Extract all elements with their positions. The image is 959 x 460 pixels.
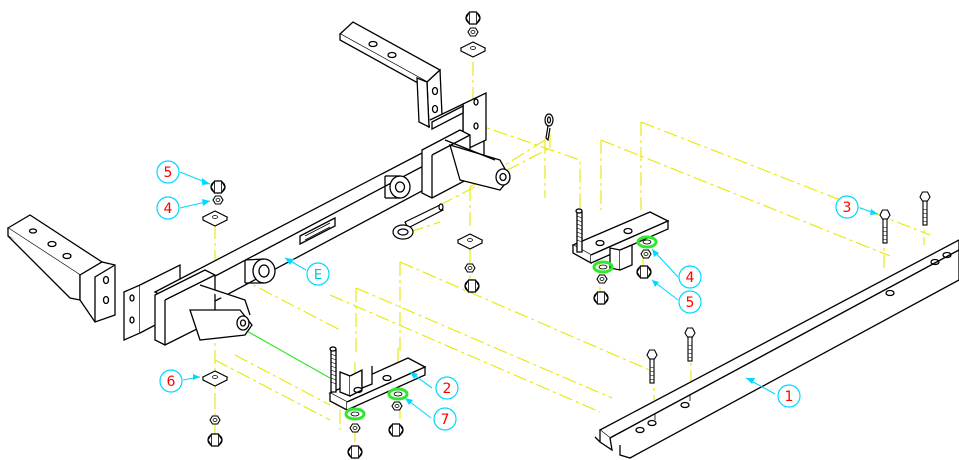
hitch-pin-clip bbox=[544, 113, 554, 142]
callout-4-left: 4 bbox=[156, 196, 180, 220]
top-hardware-stack bbox=[460, 11, 486, 58]
callout-arrowheads bbox=[193, 178, 878, 405]
callout-6: 6 bbox=[159, 369, 183, 393]
top-left-mounting-bracket bbox=[338, 21, 443, 129]
callout-7: 7 bbox=[433, 407, 457, 431]
callout-e-label: E bbox=[314, 268, 322, 283]
callout-2-label: 2 bbox=[443, 381, 452, 397]
callout-4-right: 4 bbox=[678, 265, 702, 289]
right-clamp-assembly bbox=[571, 208, 670, 271]
callout-5-left: 5 bbox=[156, 160, 180, 184]
callout-1-label: 1 bbox=[785, 389, 794, 405]
callout-e: E bbox=[306, 262, 330, 286]
callout-5-left-label: 5 bbox=[164, 165, 173, 181]
side-rail bbox=[594, 239, 959, 459]
callout-4-left-label: 4 bbox=[164, 201, 173, 217]
callout-2: 2 bbox=[435, 376, 459, 400]
callout-1: 1 bbox=[777, 384, 801, 408]
callout-3: 3 bbox=[835, 195, 859, 219]
left-hitch-ears bbox=[154, 258, 276, 346]
callout-7-label: 7 bbox=[441, 412, 450, 428]
callout-6-label: 6 bbox=[167, 374, 176, 390]
hitch-pin bbox=[392, 203, 444, 240]
guide-lines bbox=[214, 62, 931, 445]
callout-4-right-label: 4 bbox=[686, 270, 695, 286]
left-mounting-bracket bbox=[6, 214, 116, 323]
callout-5-right: 5 bbox=[678, 290, 702, 314]
callout-3-label: 3 bbox=[843, 200, 852, 216]
left-clamp-assembly bbox=[328, 346, 427, 412]
green-guide-line bbox=[244, 329, 331, 379]
right-hitch-ears bbox=[384, 129, 511, 199]
callout-5-right-label: 5 bbox=[686, 295, 695, 311]
